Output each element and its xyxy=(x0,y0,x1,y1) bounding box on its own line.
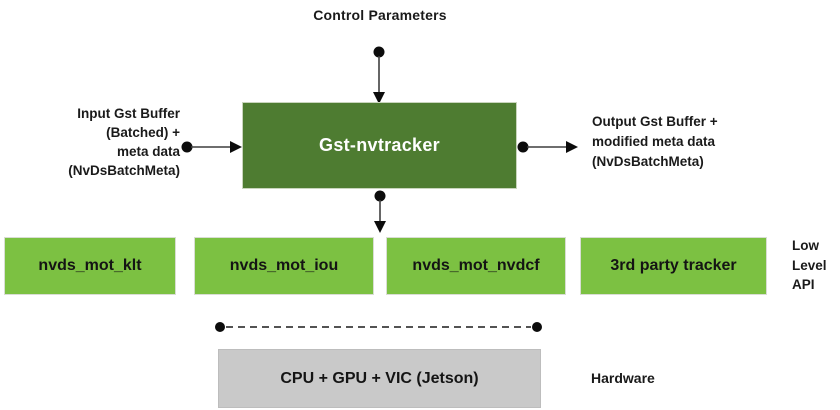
control-params-arrow-down-icon xyxy=(373,46,385,104)
low-level-box-3rd-party-tracker: 3rd party tracker xyxy=(580,237,767,295)
output-arrow-right-icon xyxy=(517,141,578,153)
hardware-side-label: Hardware xyxy=(591,370,655,386)
gst-nvtracker-box-label: Gst-nvtracker xyxy=(319,135,440,155)
hardware-box: CPU + GPU + VIC (Jetson) xyxy=(218,349,541,408)
input-buffer-label: Input Gst Buffer (Batched) + meta data (… xyxy=(68,106,180,178)
output-buffer-label: Output Gst Buffer + modified meta data (… xyxy=(592,114,718,169)
hardware-dashed-connector xyxy=(215,322,542,332)
low-level-box-nvds-mot-iou: nvds_mot_iou xyxy=(194,237,374,295)
gst-nvtracker-box: Gst-nvtracker xyxy=(242,102,517,189)
control-parameters-label: Control Parameters xyxy=(313,7,447,23)
low-level-box-nvds-mot-nvdcf: nvds_mot_nvdcf xyxy=(386,237,566,295)
tracker-to-lowlevel-arrow-down-icon xyxy=(374,190,386,233)
input-arrow-right-icon xyxy=(181,141,242,153)
low-level-box-nvds-mot-klt: nvds_mot_klt xyxy=(4,237,176,295)
hardware-box-label: CPU + GPU + VIC (Jetson) xyxy=(280,369,479,387)
low-level-api-label: Low Level API xyxy=(792,238,827,292)
